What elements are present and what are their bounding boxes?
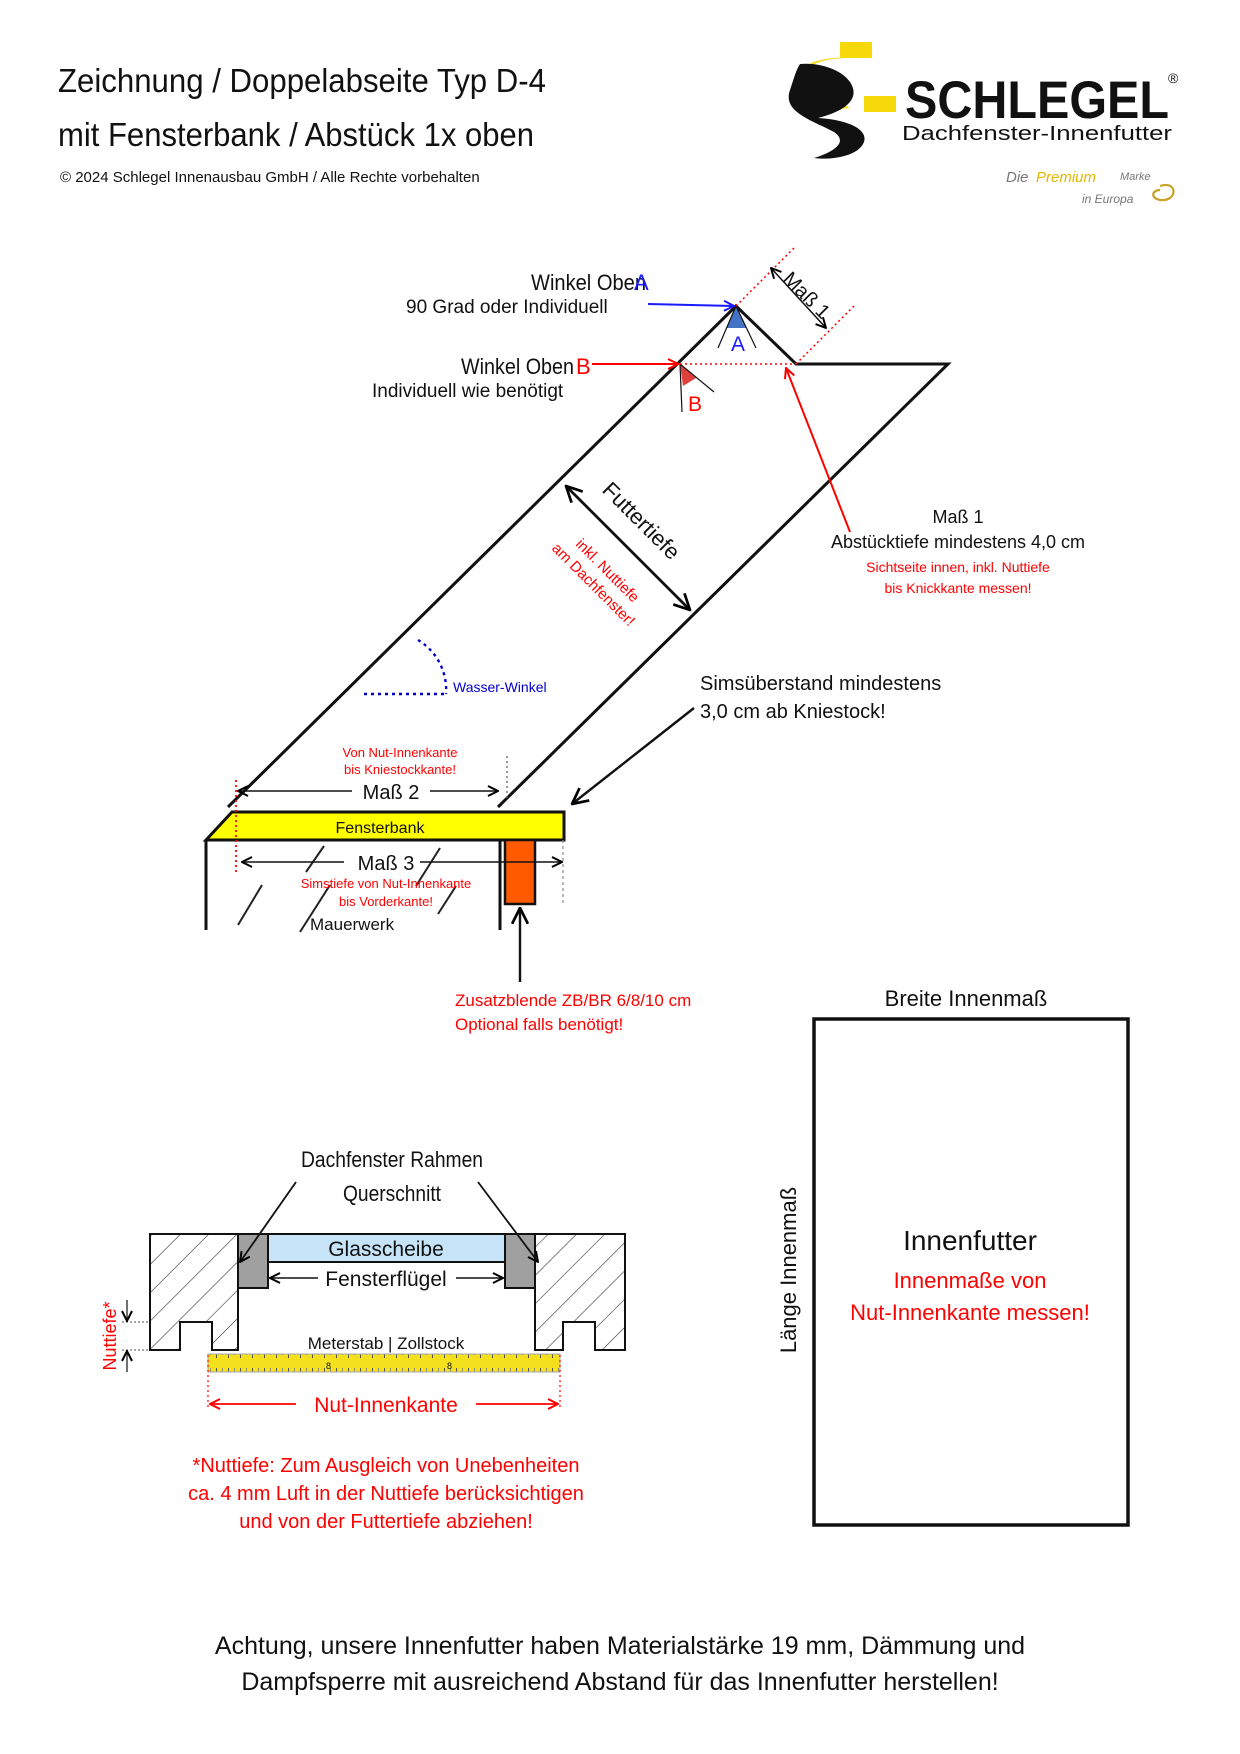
fensterbank-board	[202, 810, 566, 842]
mass3-note-2: bis Vorderkante!	[339, 894, 433, 909]
frame-right-profile	[534, 1233, 626, 1351]
winkel-b-title: Winkel Oben	[461, 354, 574, 379]
mass1-extension-a	[735, 245, 797, 307]
futtertiefe-label: Futtertiefe	[597, 477, 685, 565]
winkel-a-pointer	[647, 304, 734, 306]
angle-a-marker	[726, 306, 746, 328]
mass1-dimension-arrow	[771, 268, 826, 328]
mass1-description: Abstücktiefe mindestens 4,0 cm	[831, 532, 1085, 552]
winkel-a-subtitle: 90 Grad oder Individuell	[406, 297, 608, 318]
fensterfluegel-label: Fensterflügel	[325, 1268, 446, 1291]
cross-section: Dachfenster Rahmen Querschnitt Glasschei…	[100, 1147, 626, 1533]
footer-line-1: Achtung, unsere Innenfutter haben Materi…	[215, 1632, 1025, 1660]
footer-line-2: Dampfsperre mit ausreichend Abstand für …	[241, 1668, 998, 1696]
title-line-1: Zeichnung / Doppelabseite Typ D-4	[58, 62, 546, 99]
winkel-a-title: Winkel Oben	[531, 270, 646, 295]
nut-innenkante-label: Nut-Innenkante	[314, 1394, 458, 1417]
title-pointer-left	[240, 1181, 297, 1262]
logo-s-mark	[788, 42, 896, 159]
zusatz-text-1: Zusatzblende ZB/BR 6/8/10 cm	[455, 991, 691, 1010]
nuttiefe-note-1: *Nuttiefe: Zum Ausgleich von Unebenheite…	[193, 1455, 580, 1477]
mauerwerk-label: Mauerwerk	[310, 915, 395, 934]
logo-registered-mark: ®	[1168, 70, 1179, 86]
zusatz-text-2: Optional falls benötigt!	[455, 1015, 623, 1034]
copyright-notice: © 2024 Schlegel Innenausbau GmbH / Alle …	[60, 169, 480, 186]
ruler-mark-1: 8	[326, 1361, 331, 1371]
winkel-b-letter: B	[576, 354, 591, 379]
logo-subtitle: Dachfenster-Innenfutter	[902, 123, 1172, 145]
frame-left-profile	[149, 1233, 239, 1351]
mass2-label: Maß 2	[363, 782, 420, 804]
slogan-marke: Marke	[1120, 171, 1151, 183]
fensterbank-label: Fensterbank	[336, 820, 426, 837]
zusatzblende-block	[503, 838, 537, 906]
winkel-a-letter: A	[634, 270, 649, 295]
innenfutter-frame	[812, 1017, 1130, 1527]
title-pointer-right	[477, 1181, 538, 1262]
mass3-note-1: Simstiefe von Nut-Innenkante	[301, 876, 472, 891]
nuttiefe-note-2: ca. 4 mm Luft in der Nuttiefe berücksich…	[188, 1483, 584, 1505]
sims-pointer	[572, 707, 695, 804]
schlegel-logo: SCHLEGEL ® Dachfenster-Innenfutter Die P…	[788, 42, 1179, 206]
glass-pane	[267, 1233, 506, 1263]
meterstab-label: Meterstab | Zollstock	[308, 1334, 465, 1353]
winkel-b-subtitle: Individuell wie benötigt	[372, 381, 564, 402]
futtertiefe-arrow	[566, 486, 690, 610]
mass1-dimension-label: Maß 1	[778, 268, 834, 324]
angle-b-label: B	[688, 393, 702, 416]
wall-hatching	[237, 845, 457, 933]
nuttiefe-note-3: und von der Futtertiefe abziehen!	[239, 1511, 533, 1533]
main-diagram: A B Maß 1 Winkel Oben A 90 Grad oder Ind…	[202, 245, 1085, 1034]
cross-section-title-1: Dachfenster Rahmen	[301, 1147, 483, 1172]
wasser-winkel-arc	[417, 638, 448, 695]
innenfutter-title: Innenfutter	[903, 1225, 1037, 1256]
title-line-2: mit Fensterbank / Abstück 1x oben	[58, 116, 534, 153]
logo-brand: SCHLEGEL	[905, 71, 1169, 130]
slogan-in-europa: in Europa	[1082, 192, 1134, 206]
cross-section-title-2: Querschnitt	[343, 1181, 441, 1206]
mass1-callout-arrow	[786, 368, 851, 533]
innenfutter-note-2: Nut-Innenkante messen!	[850, 1300, 1090, 1325]
innenfutter-rectangle: Breite Innenmaß Länge Innenmaß Innenfutt…	[776, 986, 1130, 1527]
angle-b-marker	[680, 364, 696, 386]
angle-a-label: A	[731, 333, 745, 356]
logo-swirl-icon	[1152, 183, 1175, 202]
sash-right	[504, 1233, 536, 1289]
ruler	[207, 1353, 561, 1373]
glasscheibe-label: Glasscheibe	[328, 1238, 444, 1261]
sims-text-2: 3,0 cm ab Kniestock!	[700, 701, 886, 723]
slogan-premium: Premium	[1036, 169, 1096, 186]
breite-label: Breite Innenmaß	[885, 986, 1048, 1011]
nuttiefe-label: Nuttiefe*	[100, 1301, 120, 1370]
slogan-die: Die	[1006, 169, 1029, 186]
mass1-extension-b	[795, 303, 857, 365]
laenge-label: Länge Innenmaß	[776, 1187, 801, 1353]
footer: Achtung, unsere Innenfutter haben Materi…	[215, 1632, 1025, 1696]
header: Zeichnung / Doppelabseite Typ D-4 mit Fe…	[58, 62, 546, 186]
mass3-label: Maß 3	[358, 853, 415, 875]
mass1-note-2: bis Knickkante messen!	[884, 580, 1031, 596]
mass1-note-1: Sichtseite innen, inkl. Nuttiefe	[866, 559, 1050, 575]
mass2-note-2: bis Kniestockkante!	[344, 762, 456, 777]
mass1-title: Maß 1	[932, 507, 983, 527]
logo-slogan: Die Premium Marke in Europa	[1006, 169, 1151, 206]
sims-text-1: Simsüberstand mindestens	[700, 673, 941, 695]
wasser-winkel-label: Wasser-Winkel	[453, 679, 547, 695]
mass2-note-1: Von Nut-Innenkante	[343, 745, 458, 760]
ruler-mark-2: 8	[447, 1361, 452, 1371]
innenfutter-note-1: Innenmaße von	[894, 1268, 1047, 1293]
